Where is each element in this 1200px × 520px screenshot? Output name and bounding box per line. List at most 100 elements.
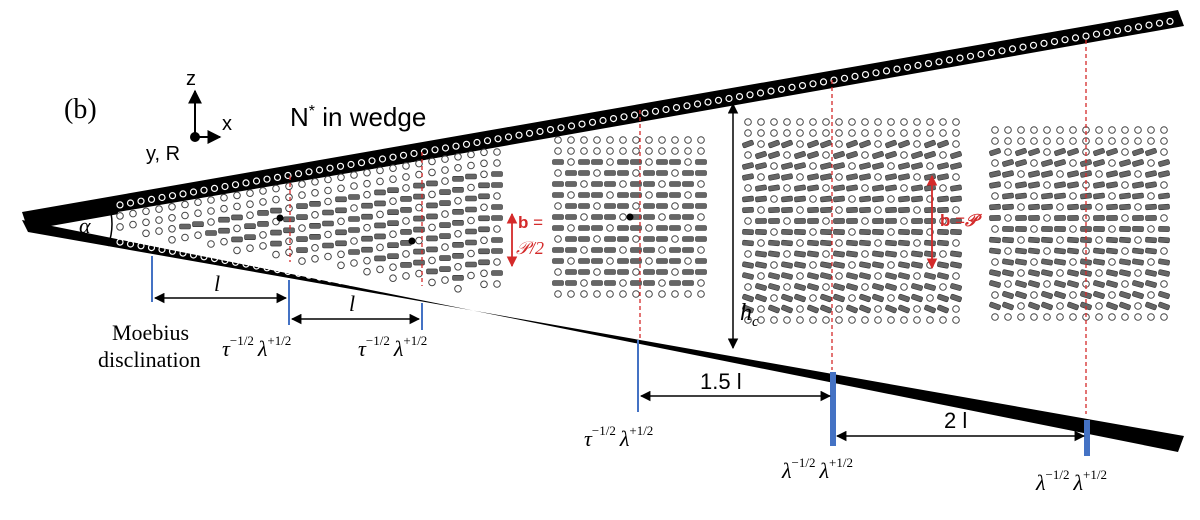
lc-molecule-end	[939, 283, 947, 291]
lc-molecule-end	[233, 191, 241, 200]
lc-molecule-rod	[742, 173, 754, 181]
lc-molecule-rod	[755, 261, 767, 269]
title-rest: in wedge	[315, 102, 426, 132]
exponent-neg: −1/2	[230, 333, 254, 348]
lc-molecule-end	[1017, 313, 1025, 321]
lc-molecule-end	[554, 290, 562, 298]
wall-particle	[903, 63, 912, 71]
wall-particle	[924, 379, 933, 387]
lc-molecule-rod	[768, 184, 780, 192]
lc-molecule-rod	[924, 218, 936, 224]
lc-molecule-end	[1004, 181, 1012, 189]
lc-molecule-rod	[1041, 269, 1053, 277]
lc-molecule-end	[1004, 126, 1012, 134]
lc-molecule-rod	[604, 170, 616, 176]
lc-molecule-rod	[768, 250, 780, 258]
lc-molecule-rod	[1145, 170, 1157, 178]
defect-base-2: λ	[1072, 470, 1083, 495]
wall-particle	[630, 111, 639, 119]
lc-molecule-end	[1043, 181, 1051, 189]
lc-molecule-rod	[1054, 226, 1066, 232]
lc-molecule-rod	[578, 269, 590, 275]
lc-molecule-end	[567, 224, 575, 232]
wall-particle	[462, 140, 471, 148]
lc-molecule-end	[991, 258, 999, 266]
exponent-pos: +1/2	[1083, 467, 1107, 482]
wall-particle	[893, 65, 901, 73]
lc-molecule-rod	[1054, 247, 1066, 255]
lc-molecule-end	[554, 136, 562, 144]
lc-molecule-rod	[361, 235, 373, 242]
wall-particle	[798, 81, 807, 90]
lc-molecule-end	[337, 261, 345, 270]
lc-molecule-end	[1121, 214, 1129, 222]
moebius-line-2: disclination	[98, 347, 201, 372]
wall-particle	[441, 295, 450, 303]
lc-molecule-rod	[781, 229, 793, 235]
wall-particle	[620, 113, 628, 121]
lc-molecule-end	[619, 136, 627, 144]
lc-molecule-end	[1147, 192, 1155, 200]
lc-molecule-end	[684, 147, 692, 155]
lc-molecule-end	[913, 206, 921, 214]
lc-molecule-end	[580, 213, 588, 221]
lc-molecule-end	[142, 218, 150, 227]
lc-molecule-rod	[491, 215, 503, 221]
lc-molecule-end	[835, 118, 843, 126]
lc-molecule-rod	[846, 151, 858, 159]
lc-molecule-rod	[872, 283, 884, 291]
lc-molecule-rod	[591, 192, 603, 198]
lc-molecule-end	[913, 272, 921, 280]
lc-molecule-end	[848, 162, 856, 170]
lc-molecule-rod	[552, 247, 564, 253]
lc-molecule-end	[1095, 203, 1103, 211]
lc-molecule-end	[593, 268, 601, 276]
lc-molecule-rod	[768, 151, 780, 159]
lc-molecule-end	[783, 151, 791, 159]
lc-molecule-rod	[781, 239, 793, 247]
wall-particle	[641, 330, 649, 338]
lc-molecule-rod	[846, 250, 858, 258]
lc-molecule-rod	[452, 187, 464, 193]
lc-molecule-end	[874, 129, 882, 137]
lc-molecule-rod	[413, 226, 425, 233]
wall-particle	[1061, 36, 1069, 44]
lc-molecule-end	[645, 136, 653, 144]
lc-molecule-rod	[361, 202, 373, 209]
lc-molecule-end	[991, 126, 999, 134]
lc-molecule-end	[900, 217, 908, 225]
lc-molecule-end	[363, 179, 371, 188]
lc-molecule-end	[952, 140, 960, 148]
lc-molecule-end	[493, 280, 501, 288]
lc-molecule-rod	[807, 239, 819, 247]
lc-molecule-end	[900, 129, 908, 137]
lc-molecule-end	[428, 168, 436, 177]
lc-molecule-rod	[643, 236, 655, 242]
lc-molecule-end	[480, 269, 488, 278]
lc-molecule-rod	[755, 293, 767, 303]
lc-molecule-end	[796, 118, 804, 126]
lc-molecule-end	[671, 235, 679, 243]
lc-molecule-end	[671, 268, 679, 276]
lc-molecule-end	[1108, 313, 1116, 321]
burgers-value-1-frac: /2	[529, 238, 544, 258]
lc-molecule-rod	[885, 151, 897, 159]
lc-molecule-end	[796, 316, 804, 324]
lc-molecule-rod	[257, 221, 269, 227]
lc-molecule-rod	[885, 304, 897, 314]
lc-molecule-rod	[794, 195, 806, 203]
lc-molecule-end	[939, 217, 947, 225]
wall-particle	[504, 133, 513, 141]
lc-molecule-end	[1134, 170, 1142, 178]
lc-molecule-end	[757, 173, 765, 181]
lc-molecule-rod	[859, 272, 871, 280]
lower-wall	[22, 220, 1184, 452]
wall-particle	[137, 197, 145, 205]
lc-molecule-end	[632, 136, 640, 144]
lc-molecule-rod	[1145, 215, 1157, 221]
lc-molecule-rod	[1054, 258, 1066, 266]
lc-molecule-rod	[1106, 181, 1118, 189]
lc-molecule-end	[324, 197, 332, 206]
lc-molecule-end	[493, 159, 501, 167]
lc-molecule-end	[991, 225, 999, 233]
